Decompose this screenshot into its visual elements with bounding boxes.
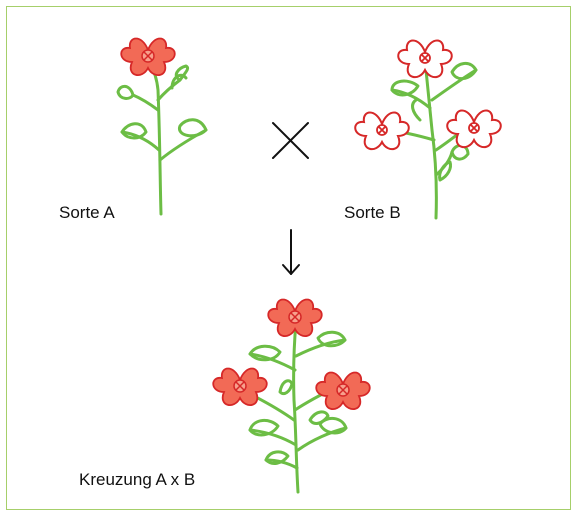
flower-hybrid-left: [212, 367, 268, 407]
stem: [424, 68, 438, 220]
label-variety-b: Sorte B: [344, 203, 401, 222]
plant-variety-b: [386, 62, 478, 220]
leaf: [316, 330, 347, 348]
leaf: [390, 79, 420, 97]
flower-hybrid-right: [315, 371, 371, 411]
flower-b-right: [446, 109, 502, 149]
leaf: [308, 410, 330, 425]
leaf: [450, 144, 470, 161]
label-cross: Kreuzung A x B: [79, 470, 196, 489]
leaf: [170, 73, 188, 90]
flower-b-left: [354, 111, 410, 151]
stem: [148, 62, 163, 216]
plant-hybrid: [244, 320, 348, 494]
flower-b-top: [397, 39, 453, 79]
leaf: [264, 450, 290, 465]
leaf: [248, 419, 280, 437]
flower-hybrid-top: [267, 298, 323, 338]
leaf: [450, 62, 478, 80]
flower-a: [120, 37, 176, 77]
leaf: [116, 84, 135, 100]
diagram-frame: [6, 6, 571, 510]
label-variety-a: Sorte A: [59, 203, 115, 222]
leaf: [120, 122, 148, 140]
plant-variety-a: [116, 62, 208, 216]
stem: [292, 320, 300, 494]
leaf: [248, 344, 282, 362]
times-icon: [272, 122, 309, 159]
leaf: [411, 98, 422, 122]
leaf: [438, 160, 452, 182]
arrow-down-icon: [282, 229, 300, 275]
leaf: [278, 379, 294, 396]
leaf: [178, 118, 208, 138]
